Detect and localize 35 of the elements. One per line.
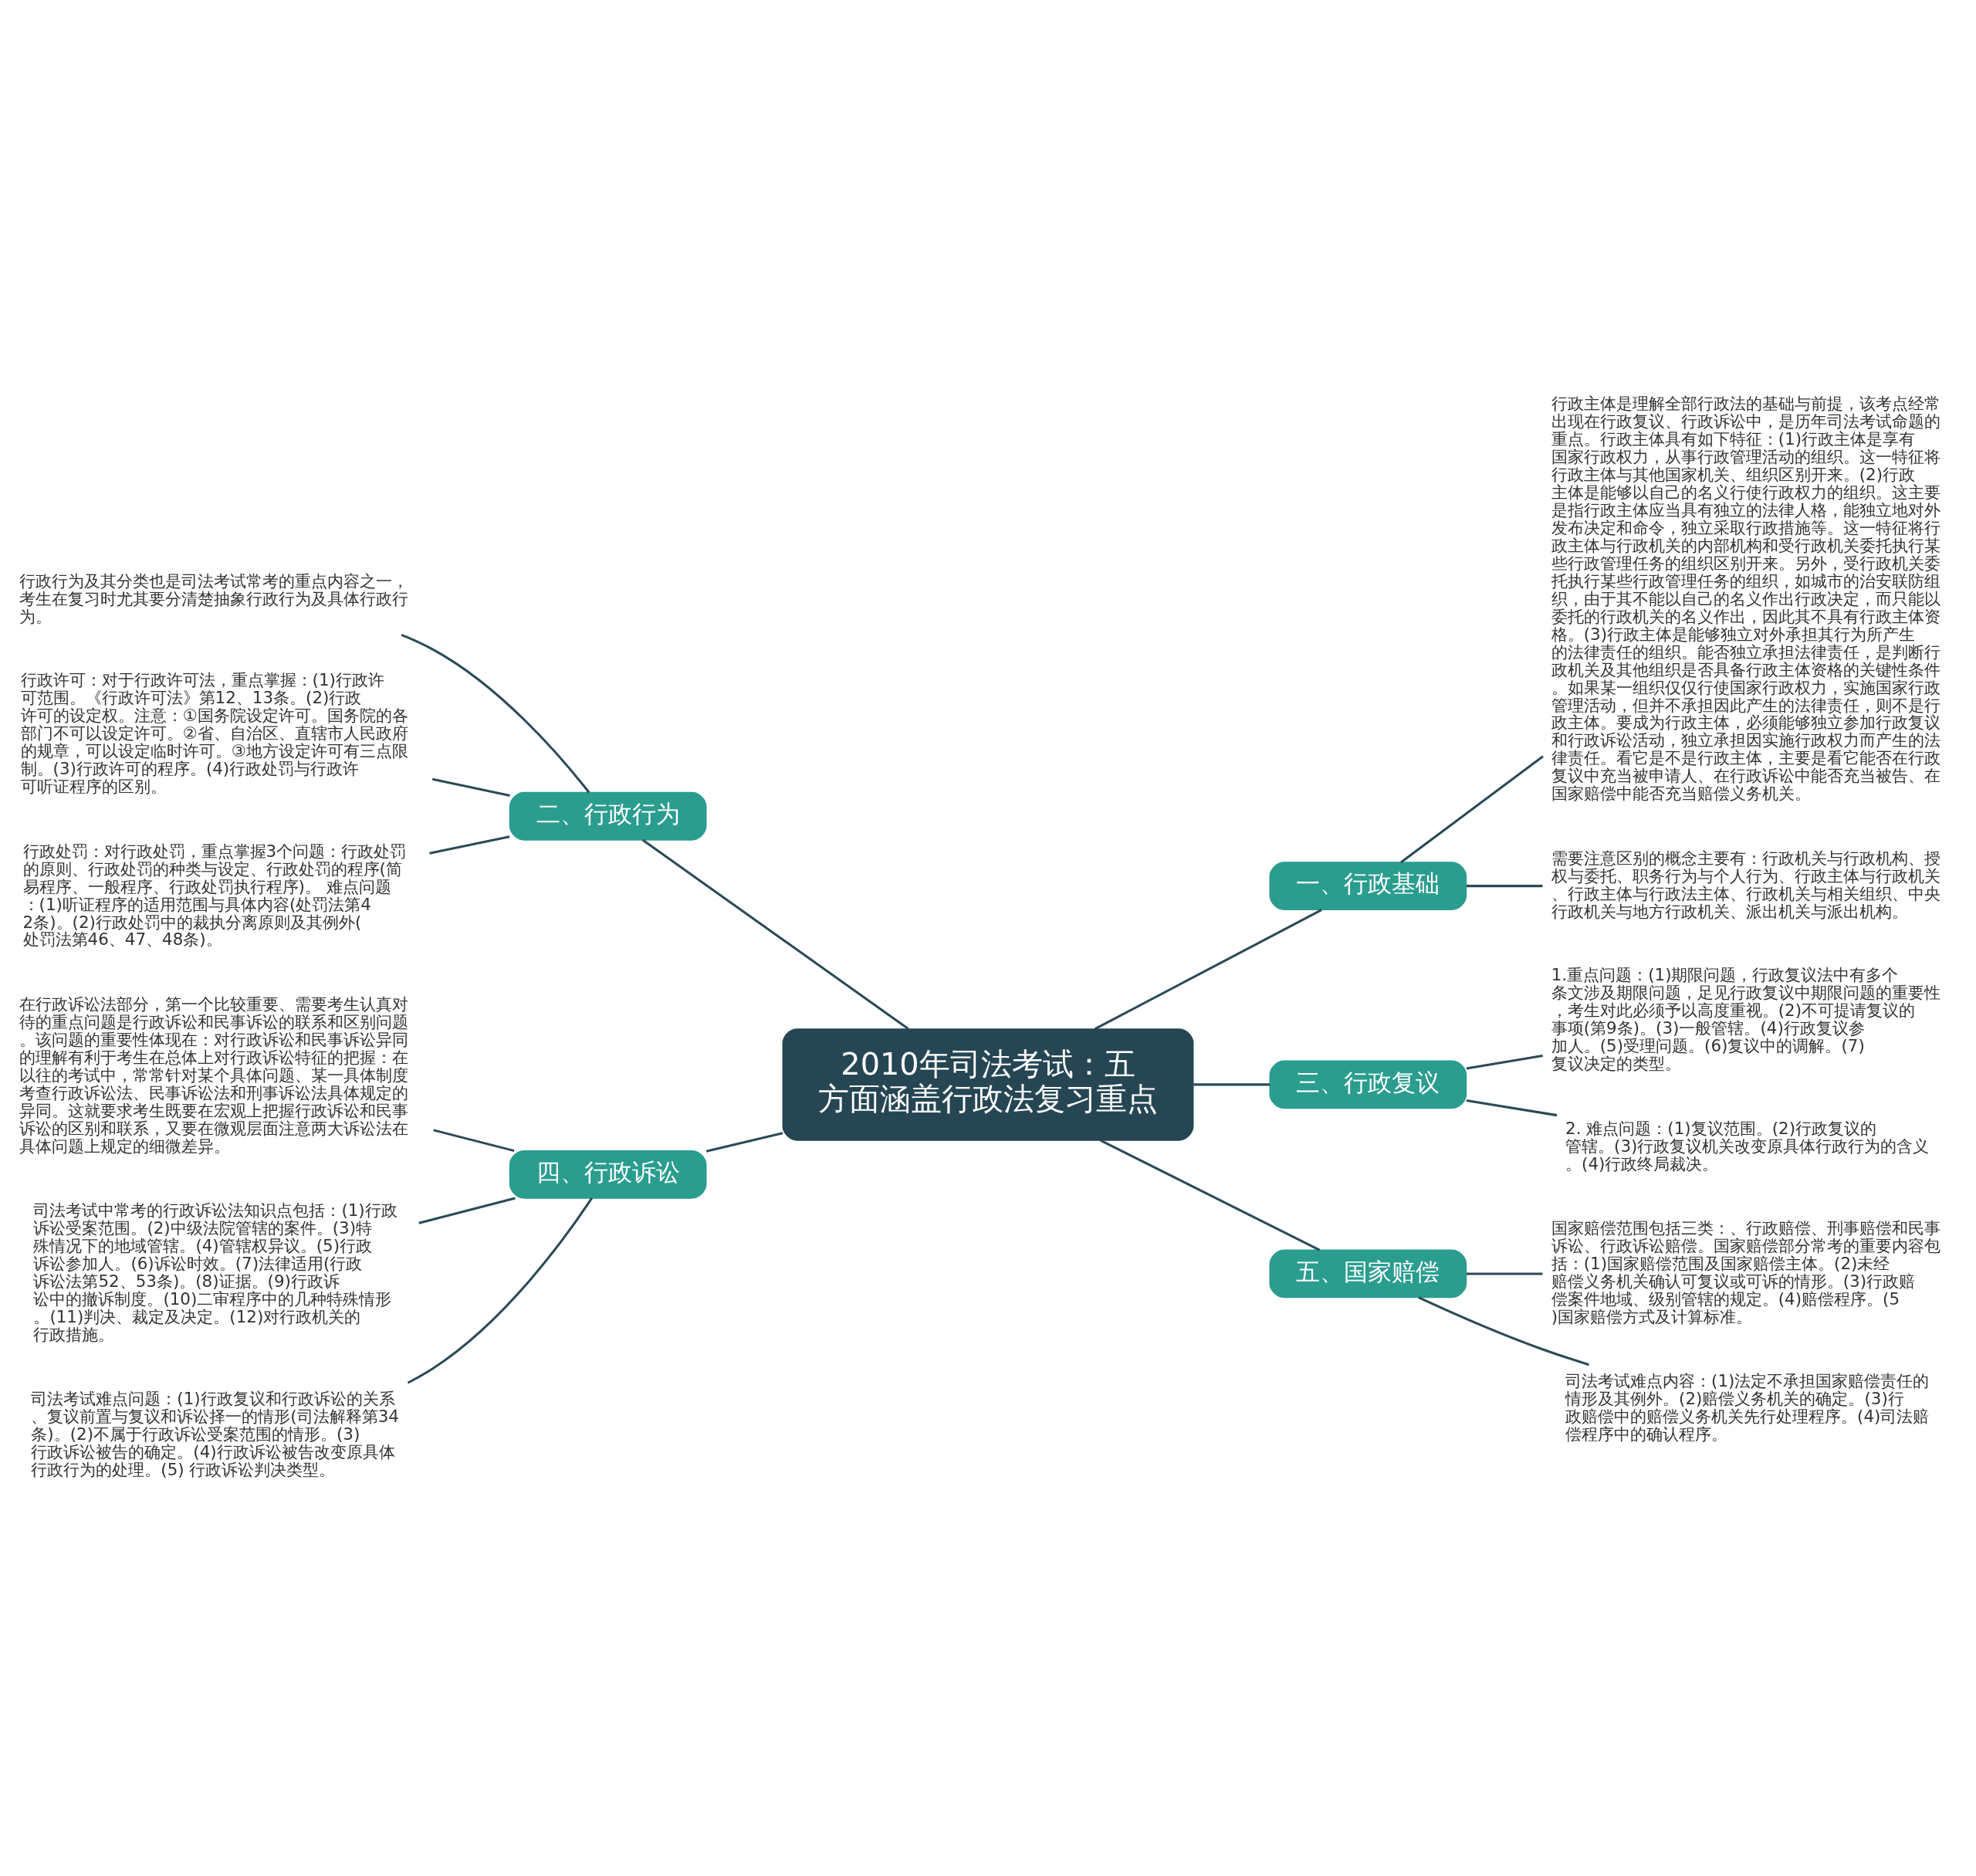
connector: [641, 838, 909, 1030]
node-box: 二、行政行为: [509, 791, 707, 841]
connector: [705, 1132, 783, 1153]
connector: [1100, 1139, 1321, 1251]
node-text: 国家赔偿范围包括三类：、行政赔偿、刑事赔偿和民事诉讼、行政诉讼赔偿。国家赔偿部分常考的重要内容包括：(1)国家赔偿范围及国家赔偿主体。(2)未经赔偿义务机关确认可复议或可诉的情形。(3)行政赔偿案件地域、级别管辖的规定。(4)赔偿程序。(5)国家赔偿方式及计算标准。: [1551, 1218, 1940, 1327]
node-text: 1.重点问题：(1)期限问题，行政复议法中有多个条文涉及期限问题，足见行政复议中期限问题的重要性，考生对此必须予以高度重视。(2)不可提请复议的事项(第9条)。(3)一般管辖。(4)行政复议参加人。(5)受理问题。(6)复议中的调解。(7)复议决定的类型。: [1551, 965, 1940, 1074]
node-box: 一、行政基础: [1269, 862, 1467, 910]
connector: [1466, 885, 1543, 888]
connector: [407, 1197, 593, 1384]
connector: [1400, 755, 1544, 864]
connector: [429, 835, 510, 855]
node-box: 五、国家赔偿: [1269, 1249, 1467, 1299]
connector: [1466, 1055, 1543, 1070]
node-text: 行政主体是理解全部行政法的基础与前提，该考点经常出现在行政复议、行政诉讼中，是历年司法考试命题的重点。行政主体具有如下特征：(1)行政主体是享有国家行政权力，从事行政管理活动的组织。这一特征将行政主体与其他国家机关、组织区别开来。(2)行政主体是能够以自己的名义行使行政权力的组织。这主要是指行政主体应当具有独立的法律人格，能独立地对外发布决定和命令，独立采取行政措施等。这一特征将行政主体与行政机关的内部机构和受行政机关委托执行某些行政管理任务的组织区别开来。另外，受行政机关委托执行某些行政管理任务的组织，如城市的治安联防组织，由于其不能以自己的名义作出行政决定，而只能以委托的行政机关的名义作出，因此其不具有行政主体资格。(3)行政主体是能够独立对外承担其行为所产生的法律责任的组织。能否独立承担法律责任，是判断行政机关及其他组织是否具备行政主体资格的关键性条件。如果某一组织仅仅行使国家行政权力，实施国家行政管理活动，但并不承担因此产生的法律责任，则不是行政主体。要成为行政主体，必须能够独立参加行政复议和行政诉讼活动，独立承担因实施行政权力而产生的法律责任。看它是不是行政主体，主要是看它能否在行政复议中充当被申请人、在行政诉讼中能否充当被告、在国家赔偿中能否充当赔偿义务机关。: [1551, 394, 1940, 804]
connector: [1466, 1272, 1543, 1275]
node-text: 行政处罚：对行政处罚，重点掌握3个问题：行政处罚的原则、行政处罚的种类与设定、行政处罚的程序(简易程序、一般程序、行政处罚执行程序)。 难点问题：(1)听证程序的适用范围与具体内容(处罚法第42条)。(2)行政处罚中的裁执分离原则及其例外(处罚法第46、47、48条)。: [22, 841, 407, 950]
node-box: 2010年司法考试：五方面涵盖行政法复习重点: [782, 1028, 1194, 1141]
connector: [1094, 909, 1322, 1031]
node-box: 三、行政复议: [1269, 1060, 1467, 1109]
connector: [1193, 1083, 1271, 1086]
node-text: 行政行为及其分类也是司法考试常考的重点内容之一，考生在复习时尤其要分清楚抽象行政行为及具体行政行为。: [19, 571, 408, 626]
node-text: 司法考试难点内容：(1)法定不承担国家赔偿责任的情形及其例外。(2)赔偿义务机关的确定。(3)行政赔偿中的赔偿义务机关先行处理程序。(4)司法赔偿程序中的确认程序。: [1565, 1370, 1930, 1444]
node-text: 需要注意区别的概念主要有：行政机关与行政机构、授权与委托、职务行为与个人行为、行政主体与行政机关、行政主体与行政法主体、行政机关与相关组织、中央行政机关与地方行政机关、派出机关与派出机构。: [1551, 848, 1940, 921]
node-text: 在行政诉讼法部分，第一个比较重要、需要考生认真对待的重点问题是行政诉讼和民事诉讼的联系和区别问题。该问题的重要性体现在：对行政诉讼和民事诉讼异同的理解有利于考生在总体上对行政诉讼特征的把握：在以往的考试中，常常针对某个具体问题、某一具体制度考查行政诉讼法、民事诉讼法和刑事诉讼法具体规定的异同。这就要求考生既要在宏观上把握行政诉讼和民事诉讼的区别和联系，又要在微观层面注意两大诉讼法在具体问题上规定的细微差异。: [19, 994, 408, 1156]
connector: [431, 777, 510, 797]
node-box: 四、行政诉讼: [509, 1150, 707, 1199]
node-text: 2. 难点问题：(1)复议范围。(2)行政复议的管辖。(3)行政复议机关改变原具体行政行为的含义。(4)行政终局裁决。: [1565, 1118, 1930, 1173]
connector: [1466, 1099, 1558, 1117]
connector: [1418, 1296, 1589, 1366]
node-text: 行政许可：对于行政许可法，重点掌握：(1)行政许可范围。《行政许可法》第12、13条。(2)行政许可的设定权。注意：①国务院设定许可。国务院的各部门不可以设定许可。②省、自治区、直辖市人民政府的规章，可以设定临时许可。③地方设定许可有三点限制。(3)行政许可的程序。(4)行政处罚与行政许可听证程序的区别。: [20, 670, 408, 797]
node-text: 司法考试难点问题：(1)行政复议和行政诉讼的关系、复议前置与复议和诉讼择一的情形(司法解释第34条)。(2)不属于行政诉讼受案范围的情形。(3)行政诉讼被告的确定。(4)行政诉讼被告改变原具体行政行为的处理。(5) 行政诉讼判决类型。: [31, 1389, 399, 1480]
connector: [418, 1197, 516, 1224]
connector: [401, 633, 590, 794]
connector: [433, 1129, 515, 1153]
node-text: 司法考试中常考的行政诉讼法知识点包括：(1)行政诉讼受案范围。(2)中级法院管辖的案件。(3)特殊情况下的地域管辖。(4)管辖权异议。(5)行政诉讼参加人。(6)诉讼时效。(7)法律适用(行政诉讼法第52、53条)。(8)证据。(9)行政诉讼中的撤诉制度。(10)二审程序中的几种特殊情形。(11)判决、裁定及决定。(12)对行政机关的行政措施。: [33, 1200, 398, 1344]
